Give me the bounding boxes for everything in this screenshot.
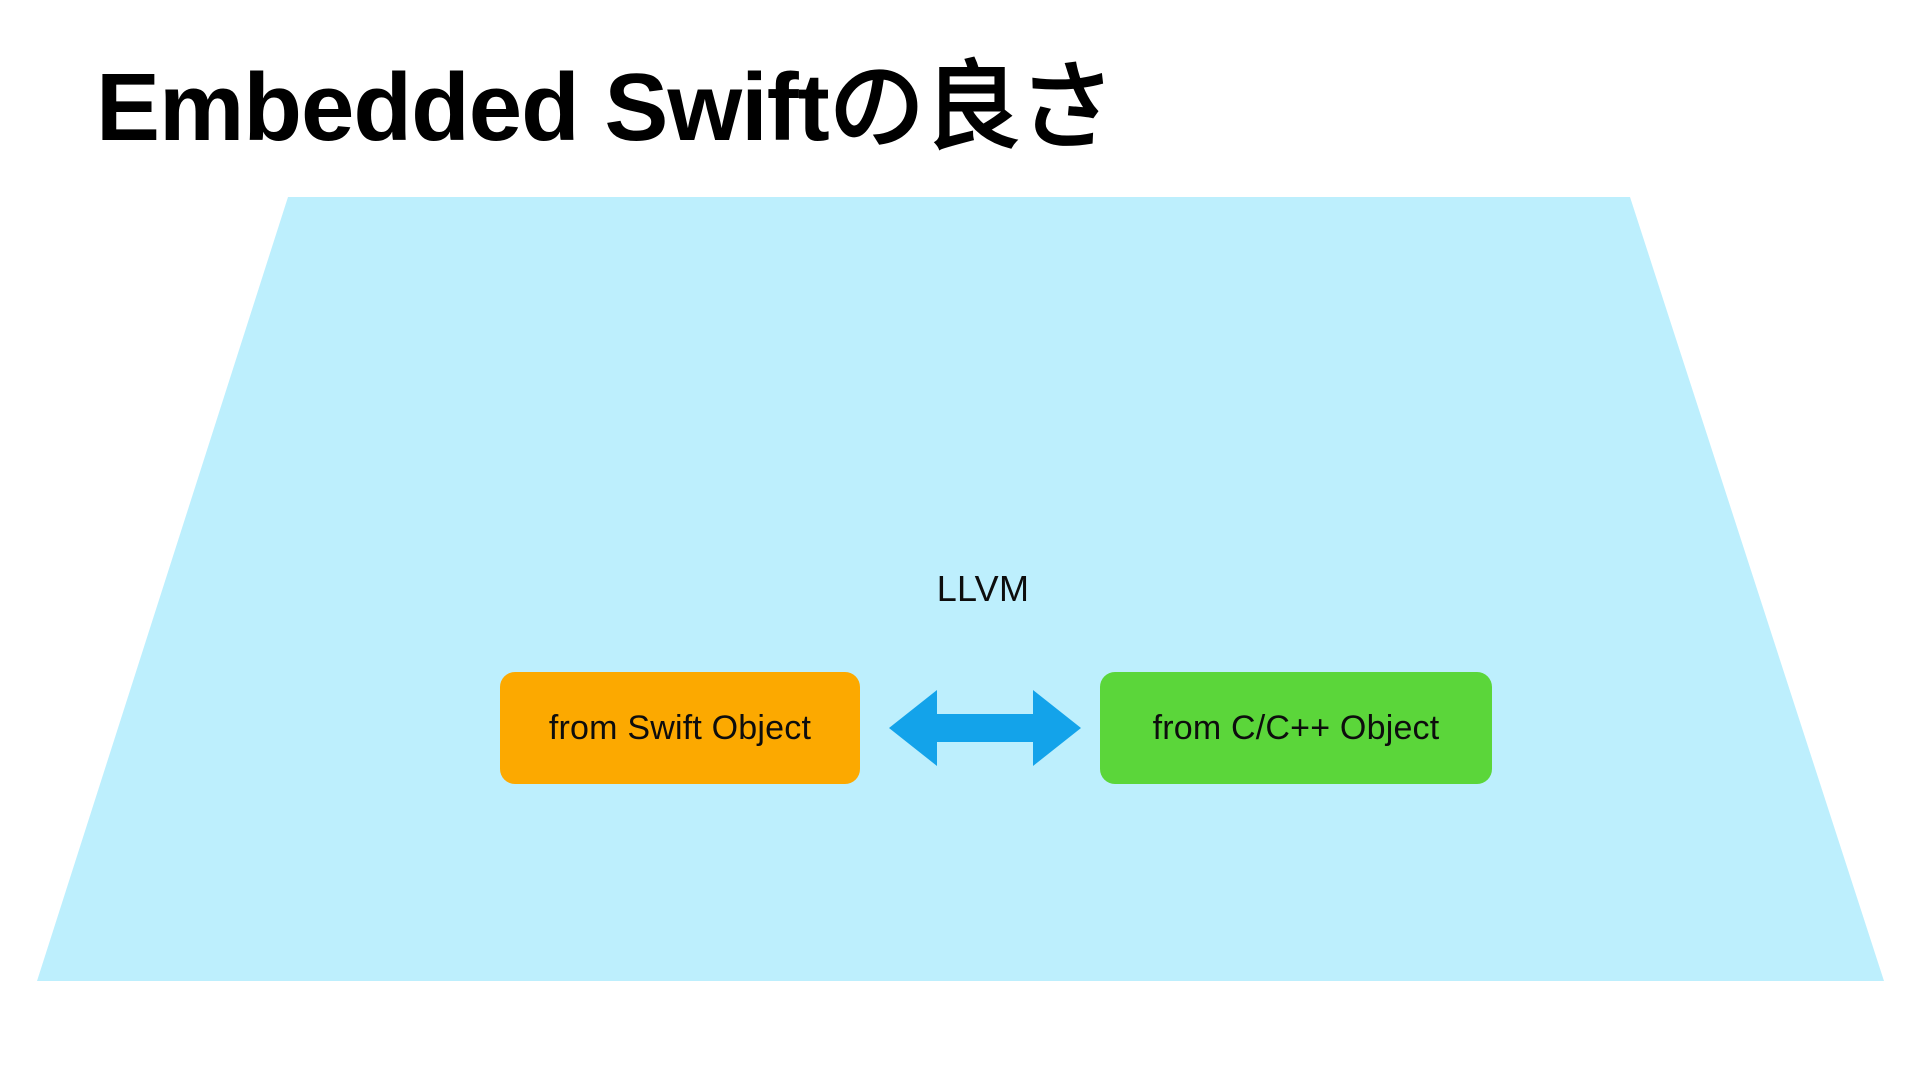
page-title: Embedded Swiftの良さ bbox=[96, 54, 1115, 161]
bidirectional-interop-arrow-icon bbox=[889, 690, 1081, 766]
swift-object-box: from Swift Object bbox=[500, 672, 860, 784]
llvm-trapezoid-shape bbox=[37, 197, 1884, 981]
cpp-object-box-label: from C/C++ Object bbox=[1152, 708, 1440, 747]
swift-object-box-label: from Swift Object bbox=[548, 708, 812, 747]
cpp-object-box: from C/C++ Object bbox=[1100, 672, 1492, 784]
arrow-shape bbox=[889, 690, 1081, 766]
llvm-label: LLVM bbox=[936, 568, 1030, 609]
